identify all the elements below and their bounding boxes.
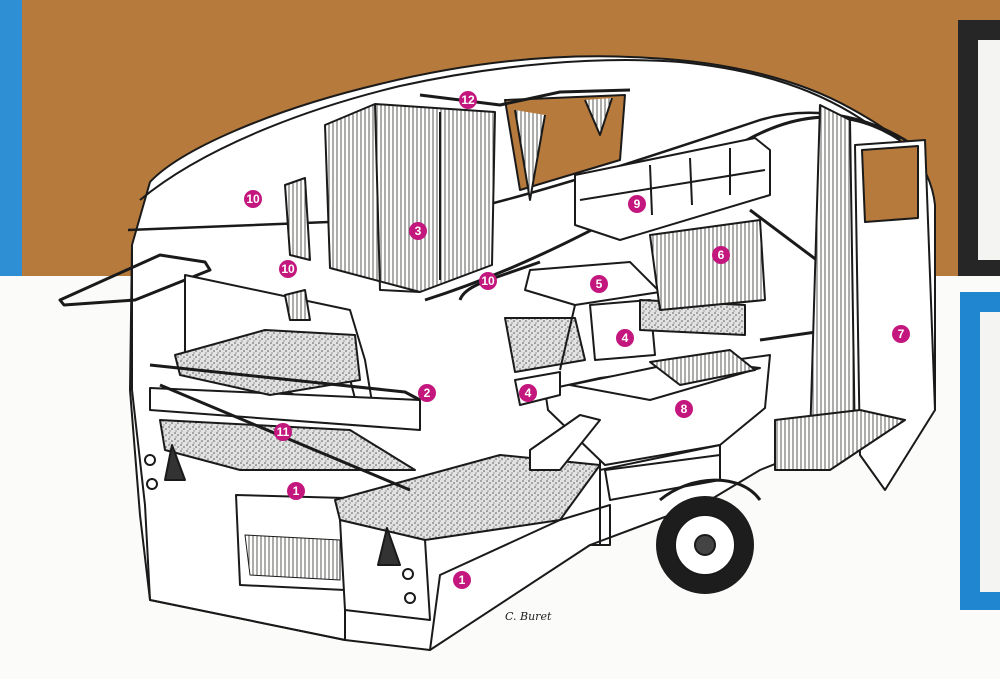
front-locker-floor xyxy=(244,534,341,581)
callout-label: 12 xyxy=(461,93,475,107)
callout-label: 3 xyxy=(415,224,422,238)
right-dark-box-inner xyxy=(978,40,1000,260)
callout-marker: 4 xyxy=(519,384,537,402)
callout-marker: 8 xyxy=(675,400,693,418)
rear-curtain-right xyxy=(584,97,613,136)
callout-label: 1 xyxy=(459,573,466,587)
front-window-frame xyxy=(58,253,212,307)
callout-label: 8 xyxy=(681,402,688,416)
caravan-drawing xyxy=(58,55,936,651)
callout-label: 7 xyxy=(898,327,905,341)
door-window xyxy=(861,145,919,223)
callout-label: 6 xyxy=(718,248,725,262)
door-floor xyxy=(774,409,906,471)
front-badge-right xyxy=(377,527,401,566)
front-lamp-3 xyxy=(402,568,414,580)
roof-line xyxy=(139,59,871,201)
callout-label: 5 xyxy=(596,277,603,291)
right-blue-box-inner xyxy=(980,312,1000,592)
front-lamp-2 xyxy=(146,478,158,490)
callout-marker: 7 xyxy=(892,325,910,343)
partition xyxy=(649,219,766,311)
callout-label: 11 xyxy=(277,425,290,439)
callout-marker: 9 xyxy=(628,195,646,213)
front-seat-cushion xyxy=(159,419,416,471)
callout-marker: 1 xyxy=(453,571,471,589)
callout-marker: 3 xyxy=(409,222,427,240)
callout-marker: 10 xyxy=(479,272,497,290)
callout-marker: 11 xyxy=(274,423,292,441)
side-wall-stripe xyxy=(149,387,421,431)
callout-label: 10 xyxy=(481,274,495,288)
side-wall-lower xyxy=(429,504,611,651)
rear-curtain-left xyxy=(514,109,546,201)
callout-label: 2 xyxy=(424,386,431,400)
callout-marker: 2 xyxy=(418,384,436,402)
front-curtain-2 xyxy=(284,289,311,321)
wheel-arch xyxy=(659,478,762,502)
left-blue-stripe xyxy=(0,0,22,276)
callout-label: 9 xyxy=(634,197,641,211)
callout-marker: 10 xyxy=(279,260,297,278)
front-lamp-4 xyxy=(404,592,416,604)
bench-back xyxy=(529,414,601,471)
callout-label: 10 xyxy=(281,262,295,276)
front-curtain xyxy=(284,177,311,261)
wardrobe-front xyxy=(374,103,421,293)
callout-label: 4 xyxy=(525,386,532,400)
callout-marker: 5 xyxy=(590,275,608,293)
front-lamp-1 xyxy=(144,454,156,466)
mid-mattress xyxy=(174,329,361,396)
callout-marker: 4 xyxy=(616,329,634,347)
callout-marker: 6 xyxy=(712,246,730,264)
callout-label: 1 xyxy=(293,484,300,498)
callout-label: 10 xyxy=(246,192,260,206)
door xyxy=(854,139,936,491)
callout-marker: 12 xyxy=(459,91,477,109)
mid-mattress-2 xyxy=(504,317,586,373)
table-leg xyxy=(559,304,576,371)
callout-marker: 1 xyxy=(287,482,305,500)
cooker-top xyxy=(649,349,756,386)
front-badge-left xyxy=(164,444,186,481)
wheel-hub xyxy=(694,534,716,556)
artist-signature: C. Buret xyxy=(505,610,552,623)
callout-marker: 10 xyxy=(244,190,262,208)
wardrobe xyxy=(324,103,496,293)
callout-label: 4 xyxy=(622,331,629,345)
grab-rail-front xyxy=(149,363,421,402)
overhead-cabinet xyxy=(574,137,771,241)
overhead-shelf xyxy=(579,169,766,201)
